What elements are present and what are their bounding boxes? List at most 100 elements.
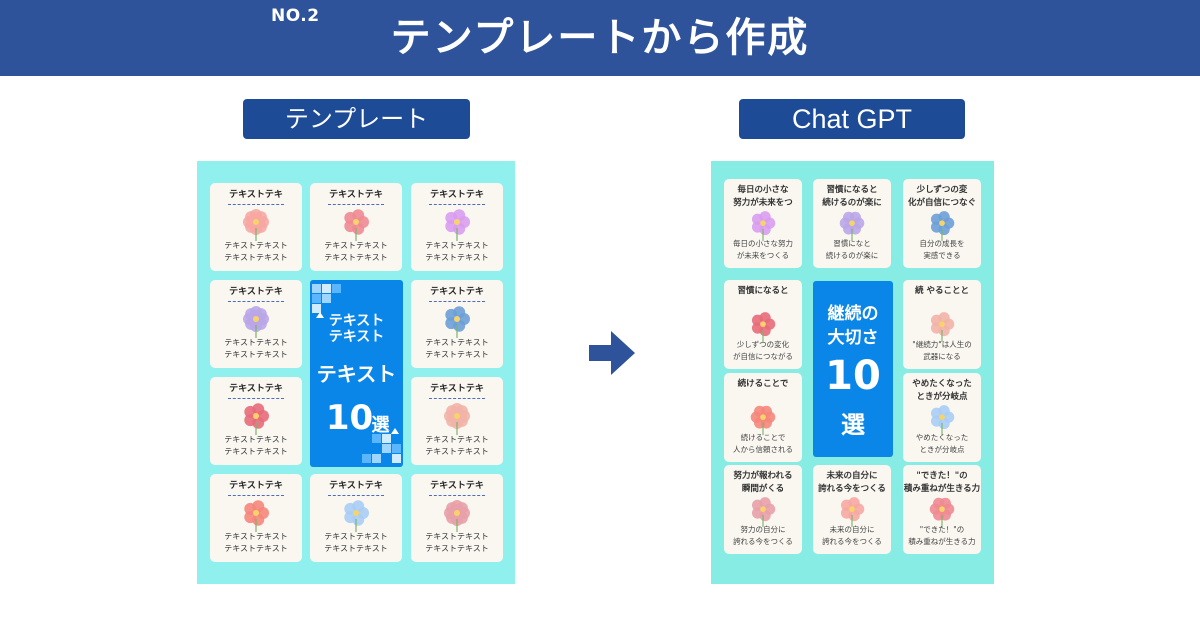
card-title: 習慣になると xyxy=(737,286,789,296)
card-title: 努力が報われる 瞬間がくる xyxy=(733,471,793,494)
flower-icon xyxy=(439,207,475,243)
flower-icon xyxy=(338,498,374,534)
flower-icon xyxy=(835,209,869,243)
template-card: テキストテキ テキストテキスト テキストテキスト xyxy=(210,377,302,465)
card-body: 自分の成長を 実感できる xyxy=(919,239,965,260)
center-title-2: 大切さ xyxy=(827,328,879,348)
flower-icon xyxy=(925,209,959,243)
divider xyxy=(228,301,284,302)
template-card: テキストテキ テキストテキスト テキストテキスト xyxy=(310,474,402,562)
center-text-1: テキスト xyxy=(328,313,385,329)
flower-icon xyxy=(238,401,274,437)
chatgpt-card: 努力が報われる 瞬間がくる 努力の自分に 誇れる今をつくる xyxy=(724,465,802,554)
card-title: テキストテキ xyxy=(329,190,383,200)
divider xyxy=(429,495,485,496)
card-title: 習慣になると 続けるのが楽に xyxy=(822,185,882,208)
flower-icon xyxy=(338,207,374,243)
template-card: テキストテキ テキストテキスト テキストテキスト xyxy=(411,183,503,271)
card-body: テキストテキスト テキストテキスト xyxy=(324,241,388,262)
template-card: テキストテキ テキストテキスト テキストテキスト xyxy=(210,183,302,271)
card-title: 続けることで xyxy=(737,379,789,389)
card-title: 毎日の小さな 努力が未来をつ xyxy=(733,185,793,208)
flower-icon xyxy=(439,304,475,340)
card-body: テキストテキスト テキストテキスト xyxy=(224,532,288,553)
card-body: テキストテキスト テキストテキスト xyxy=(324,532,388,553)
card-body: 少しずつの変化 が自信につながる xyxy=(733,340,793,361)
divider xyxy=(429,301,485,302)
chatgpt-card: やめたくなった ときが分岐点 やめたくなった ときが分岐点 xyxy=(903,373,981,462)
chatgpt-card: 少しずつの変 化が自信につなぐ 自分の成長を 実感できる xyxy=(903,179,981,268)
card-title: テキストテキ xyxy=(229,190,283,200)
center-text-3: テキスト xyxy=(316,362,397,386)
right-arrow-icon xyxy=(589,331,635,375)
card-body: テキストテキスト テキストテキスト xyxy=(425,338,489,359)
card-body: 毎日の小さな努力 が未来をつくる xyxy=(733,239,793,260)
card-body: 努力の自分に 誇れる今をつくる xyxy=(733,525,793,546)
flower-icon xyxy=(439,401,475,437)
flower-icon xyxy=(925,310,959,344)
card-body: "継続力"は人生の 武器になる xyxy=(912,340,972,361)
card-title: テキストテキ xyxy=(229,384,283,394)
flower-icon xyxy=(746,310,780,344)
template-center-block: テキスト テキスト テキスト 10 選 xyxy=(310,280,403,467)
flower-icon xyxy=(746,403,780,437)
flower-icon xyxy=(238,498,274,534)
template-card: テキストテキ テキストテキスト テキストテキスト xyxy=(210,280,302,368)
chatgpt-card: 未来の自分に 誇れる今をつくる 未来の自分に 誇れる今をつくる xyxy=(813,465,891,554)
flower-icon xyxy=(925,495,959,529)
divider xyxy=(228,398,284,399)
card-body: 習慣になと 続けるのが楽に xyxy=(825,239,879,260)
flower-icon xyxy=(439,498,475,534)
card-body: "できた！"の 積み重ねが生きる力 xyxy=(908,525,976,546)
card-title: やめたくなった ときが分岐点 xyxy=(912,379,972,402)
page-title: テンプレートから作成 xyxy=(390,15,810,61)
card-title: テキストテキ xyxy=(229,287,283,297)
card-body: テキストテキスト テキストテキスト xyxy=(425,435,489,456)
flower-icon xyxy=(835,495,869,529)
template-label: テンプレート xyxy=(243,99,470,139)
center-title-1: 継続の xyxy=(827,304,879,324)
chatgpt-card: 習慣になると 続けるのが楽に 習慣になと 続けるのが楽に xyxy=(813,179,891,268)
flower-icon xyxy=(746,209,780,243)
chatgpt-label: Chat GPT xyxy=(739,99,965,139)
header-banner: NO.2 テンプレートから作成 xyxy=(0,0,1200,76)
card-title: テキストテキ xyxy=(329,481,383,491)
chatgpt-card: "できた！"の 積み重ねが生きる力 "できた！"の 積み重ねが生きる力 xyxy=(903,465,981,554)
chatgpt-card: 毎日の小さな 努力が未来をつ 毎日の小さな努力 が未来をつくる xyxy=(724,179,802,268)
chatgpt-card: 続けることで 続けることで 人から信頼される xyxy=(724,373,802,462)
card-body: やめたくなった ときが分岐点 xyxy=(915,433,969,454)
center-sen: 選 xyxy=(841,411,865,439)
center-number: 10 xyxy=(325,398,374,438)
template-card: テキストテキ テキストテキスト テキストテキスト xyxy=(411,474,503,562)
center-sen: 選 xyxy=(371,415,390,436)
card-title: 続 やることと xyxy=(915,286,969,296)
card-body: テキストテキスト テキストテキスト xyxy=(224,338,288,359)
card-body: テキストテキスト テキストテキスト xyxy=(224,241,288,262)
card-title: テキストテキ xyxy=(430,287,484,297)
card-body: 続けることで 人から信頼される xyxy=(733,433,793,454)
card-title: テキストテキ xyxy=(430,384,484,394)
divider xyxy=(228,495,284,496)
flower-icon xyxy=(746,495,780,529)
divider xyxy=(429,204,485,205)
chatgpt-card: 続 やることと "継続力"は人生の 武器になる xyxy=(903,280,981,369)
chatgpt-center-block: 継続の 大切さ 10 選 xyxy=(813,281,893,457)
card-title: 少しずつの変 化が自信につなぐ xyxy=(907,185,976,208)
flower-icon xyxy=(925,403,959,437)
flower-icon xyxy=(238,207,274,243)
template-card: テキストテキ テキストテキスト テキストテキスト xyxy=(210,474,302,562)
pattern-decoration-icon xyxy=(312,284,401,463)
card-body: テキストテキスト テキストテキスト xyxy=(425,532,489,553)
card-title: テキストテキ xyxy=(430,190,484,200)
divider xyxy=(429,398,485,399)
card-body: テキストテキスト テキストテキスト xyxy=(224,435,288,456)
center-number: 10 xyxy=(825,353,881,399)
card-title: テキストテキ xyxy=(229,481,283,491)
card-body: 未来の自分に 誇れる今をつくる xyxy=(822,525,882,546)
divider xyxy=(328,204,384,205)
card-title: テキストテキ xyxy=(430,481,484,491)
template-card: テキストテキ テキストテキスト テキストテキスト xyxy=(411,377,503,465)
card-title: 未来の自分に 誇れる今をつくる xyxy=(818,471,886,494)
section-number: NO.2 xyxy=(271,6,320,26)
card-title: "できた！"の 積み重ねが生きる力 xyxy=(903,471,981,494)
